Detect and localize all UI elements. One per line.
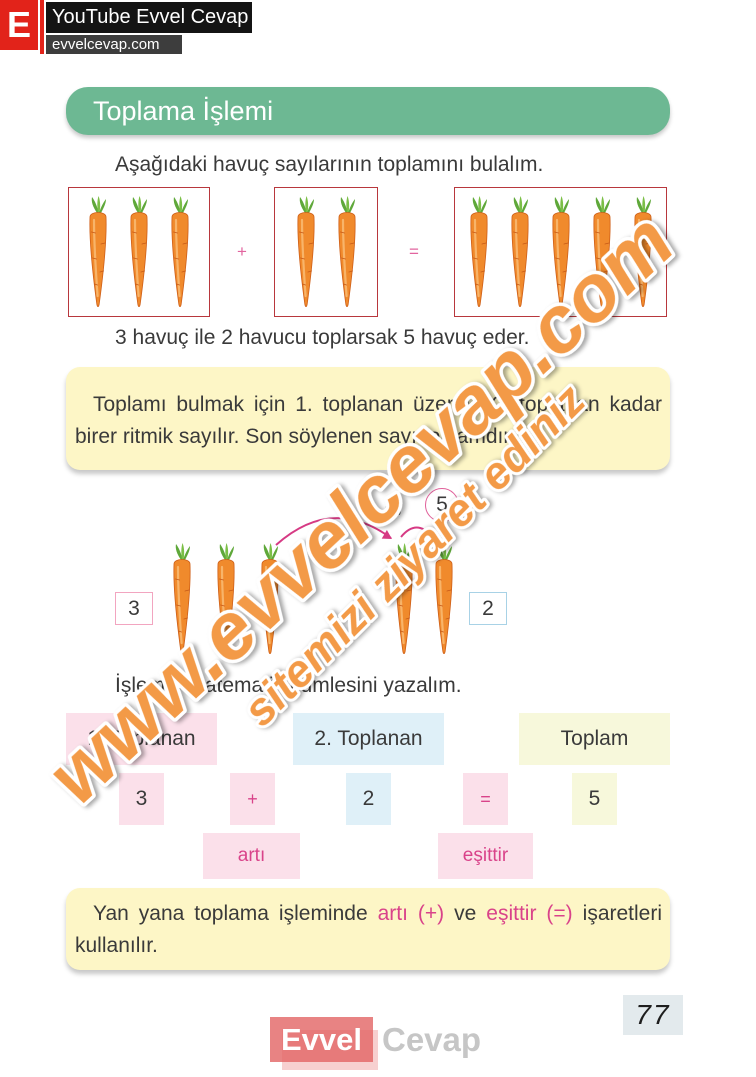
carrot-icon bbox=[506, 196, 534, 308]
carrot-icon bbox=[588, 196, 616, 308]
first-addend-header: 1. Toplanan bbox=[66, 713, 217, 765]
channel-site-banner: evvelcevap.com bbox=[46, 35, 182, 54]
carrot-icon bbox=[125, 196, 153, 308]
added-carrots bbox=[390, 543, 458, 655]
info-box-rhythmic-counting: Toplamı bulmak için 1. toplanan üzerine … bbox=[66, 367, 670, 470]
carrot-icon bbox=[256, 543, 284, 655]
equals-highlight: eşittir (=) bbox=[486, 902, 573, 925]
info-text: işaretleri bbox=[582, 902, 663, 925]
arrowhead-icon bbox=[381, 530, 392, 539]
footer-logo-cevap: Cevap bbox=[382, 1021, 482, 1058]
carrot-icon bbox=[212, 543, 240, 655]
plus-sign-box: + bbox=[230, 773, 275, 825]
count-step-four: 4, bbox=[385, 494, 403, 517]
intro-text: Aşağıdaki havuç sayılarının toplamını bu… bbox=[115, 153, 544, 176]
carrot-icon bbox=[333, 196, 361, 308]
carrot-icon bbox=[465, 196, 493, 308]
info-line-1: Yan yana toplama işleminde artı (+) ve e… bbox=[75, 898, 662, 930]
total-carrot-group bbox=[454, 187, 667, 317]
info-line-2: kullanılır. bbox=[75, 934, 158, 957]
sum-value: 5 bbox=[572, 773, 617, 825]
channel-logo-strip bbox=[40, 0, 44, 54]
count-step-five-circled: 5 bbox=[425, 488, 459, 522]
second-addend-header: 2. Toplanan bbox=[293, 713, 444, 765]
plus-highlight: artı (+) bbox=[377, 902, 445, 925]
info-box-signs: Yan yana toplama işleminde artı (+) ve e… bbox=[66, 888, 670, 970]
carrot-icon bbox=[390, 543, 418, 655]
info-text: Yan yana toplama işleminde bbox=[93, 902, 368, 925]
info-line-2: birer ritmik sayılır. Son söylenen sayı … bbox=[75, 425, 516, 448]
arrow-to-four bbox=[275, 517, 392, 546]
first-carrot-group bbox=[68, 187, 210, 317]
info-text: ve bbox=[454, 902, 477, 925]
second-addend-value: 2 bbox=[346, 773, 391, 825]
page-number: 77 bbox=[623, 995, 683, 1035]
added-count-box: 2 bbox=[469, 592, 507, 625]
channel-name-banner: YouTube Evvel Cevap bbox=[46, 2, 252, 33]
instruction-text: İşlemin matematik cümlesini yazalım. bbox=[115, 674, 462, 697]
carrot-icon bbox=[168, 543, 196, 655]
first-addend-value: 3 bbox=[119, 773, 164, 825]
section-title-bar: Toplama İşlemi bbox=[66, 87, 670, 135]
info-line-1: Toplamı bulmak için 1. toplanan üzerine … bbox=[93, 393, 662, 416]
sum-header: Toplam bbox=[519, 713, 670, 765]
carrot-icon bbox=[430, 543, 458, 655]
counting-arrows bbox=[275, 517, 441, 548]
channel-logo-letter: E bbox=[0, 0, 38, 50]
carrot-icon bbox=[629, 196, 657, 308]
plus-sign: + bbox=[237, 242, 247, 261]
carrot-icon bbox=[547, 196, 575, 308]
equals-sign: = bbox=[409, 242, 419, 261]
sum-sentence: 3 havuç ile 2 havucu toplarsak 5 havuç e… bbox=[115, 326, 530, 349]
carrot-icon bbox=[292, 196, 320, 308]
second-carrot-group bbox=[274, 187, 378, 317]
plus-sign-name: artı bbox=[203, 833, 300, 879]
equals-sign-name: eşittir bbox=[438, 833, 533, 879]
start-carrots bbox=[168, 543, 284, 655]
carrot-icon bbox=[166, 196, 194, 308]
carrot-icon bbox=[84, 196, 112, 308]
equals-sign-box: = bbox=[463, 773, 508, 825]
section-title: Toplama İşlemi bbox=[93, 96, 274, 126]
footer-logo-evvel: Evvel bbox=[270, 1017, 373, 1062]
start-count-box: 3 bbox=[115, 592, 153, 625]
